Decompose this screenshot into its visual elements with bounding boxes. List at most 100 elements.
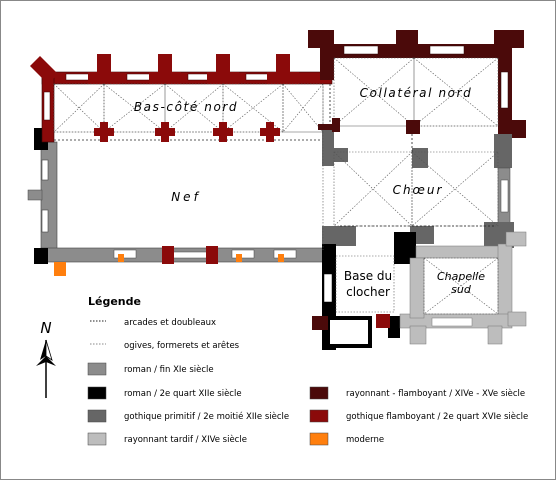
collateral-window-2 (429, 45, 465, 55)
label-collateral-nord: Collatéral nord (360, 86, 473, 100)
collateral-nw-buttress (308, 30, 334, 48)
legend-label-5: gothique flamboyant / 2e quart XVIe sièc… (346, 411, 528, 422)
label-chapelle-sud-2: sud (451, 283, 472, 296)
choeur-w-pier (332, 148, 348, 162)
north-arrow-left-icon (40, 340, 46, 360)
legend-line-label-1: ogives, formerets et arêtes (124, 340, 240, 351)
modern-fill-2 (236, 254, 242, 262)
north-arrow: N (36, 319, 56, 398)
legend-swatch-3 (87, 432, 107, 446)
legend-label-0: roman / fin XIe siècle (124, 364, 214, 375)
west-window-2 (41, 209, 49, 233)
north-window-1 (65, 73, 91, 81)
nef-west-wall (40, 141, 58, 251)
room-labels: Bas-côté nord Collatéral nord Nef Chœur … (134, 86, 485, 299)
legend-label-1: roman / 2e quart XIIe siècle (124, 388, 242, 399)
modern-fill-4 (54, 262, 66, 276)
legend-items: arcades et doubleaux ogives, formerets et… (87, 318, 528, 446)
nef-south-buttress-1 (162, 246, 174, 264)
collateral-window-east (500, 71, 509, 109)
legend-swatch-0 (87, 362, 107, 376)
choeur-sw-pier (322, 226, 356, 246)
chapelle-south-window (431, 317, 473, 327)
clocher-sw-buttress (312, 316, 328, 330)
chapelle-east-wall (497, 243, 513, 319)
collateral-bays (333, 57, 499, 127)
choeur-bays (333, 151, 499, 227)
chapelle-ne-buttress (505, 231, 527, 247)
modern-fill-3 (278, 254, 284, 262)
legend-label-3: rayonnant tardif / XIVe siècle (124, 434, 247, 445)
north-wall-pier-2 (149, 72, 181, 84)
legend: Légende N arcades et doubleaux ogives, fo… (36, 295, 528, 446)
north-window-2 (126, 73, 152, 81)
collateral-pier-c (406, 120, 420, 134)
label-base-du-clocher-2: clocher (346, 285, 390, 299)
clocher-se-pier (388, 316, 400, 338)
pier-1 (94, 122, 114, 142)
label-bas-cote-nord: Bas-côté nord (134, 100, 238, 114)
clocher-s-buttress (376, 314, 390, 328)
piers-group (94, 122, 280, 142)
pier-3 (213, 122, 233, 142)
collateral-west-wall (320, 44, 334, 80)
clocher-window (323, 273, 333, 303)
legend-swatch-5 (309, 409, 329, 423)
clocher-stair (326, 316, 372, 348)
collateral-piers (318, 118, 420, 134)
chapelle-se-buttress (507, 311, 527, 327)
chapelle-s-buttress-1 (487, 325, 503, 345)
clocher-bay (335, 255, 395, 313)
collateral-n-buttress (396, 30, 418, 48)
collateral-pier-w (318, 118, 340, 132)
clocher-ne-pier (394, 232, 416, 264)
label-base-du-clocher-1: Base du (344, 269, 392, 283)
north-letter: N (40, 319, 51, 337)
collateral-e-buttress (508, 120, 526, 138)
collateral-window-1 (343, 45, 379, 55)
west-bas-cote-window (43, 91, 51, 121)
chapelle-bay (423, 257, 499, 315)
vaults-group (53, 57, 499, 315)
choeur-east-window (500, 179, 509, 213)
legend-swatch-1 (87, 386, 107, 400)
choeur-ne-wall (494, 134, 512, 168)
legend-label-2: gothique primitif / 2e moitié XIIe siècl… (124, 411, 289, 422)
legend-label-6: moderne (346, 435, 384, 445)
modern-fill-1 (118, 254, 124, 262)
label-nef: Nef (171, 190, 201, 204)
walls-group (27, 30, 527, 350)
collateral-ne-buttress (494, 30, 524, 48)
north-wall-pier-1 (88, 72, 120, 84)
legend-swatch-4 (309, 386, 329, 400)
label-chapelle-sud-1: Chapelle (437, 270, 485, 283)
north-wall-pier-4 (267, 72, 299, 84)
north-window-4 (245, 73, 271, 81)
label-choeur: Chœur (393, 183, 444, 197)
nef-south-window-2 (231, 249, 255, 259)
chapelle-north-wall (415, 245, 503, 259)
nef-west-pier (27, 189, 43, 201)
chapelle-sw-buttress (409, 325, 427, 345)
chapelle-west-wall (409, 257, 425, 319)
choeur-center-pier-n (412, 148, 428, 168)
legend-line-label-0: arcades et doubleaux (124, 318, 216, 328)
north-arrow-right-icon (45, 339, 53, 361)
nef-south-door (171, 251, 209, 259)
nef-sw-buttress (34, 248, 48, 264)
nef-south-window-1 (113, 249, 137, 259)
choeur-nw-pier (322, 126, 334, 166)
nef-south-window-3 (273, 249, 297, 259)
legend-swatch-2 (87, 409, 107, 423)
legend-title: Légende (88, 295, 141, 308)
west-window-1 (41, 159, 49, 181)
pier-2 (155, 122, 175, 142)
legend-label-4: rayonnant - flamboyant / XIVe - XVe sièc… (346, 388, 525, 399)
north-wall-pier-3 (207, 72, 239, 84)
nef-south-buttress-2 (206, 246, 218, 264)
pier-4 (260, 122, 280, 142)
nw-corner-buttress (30, 56, 58, 84)
legend-swatch-6 (309, 432, 329, 446)
